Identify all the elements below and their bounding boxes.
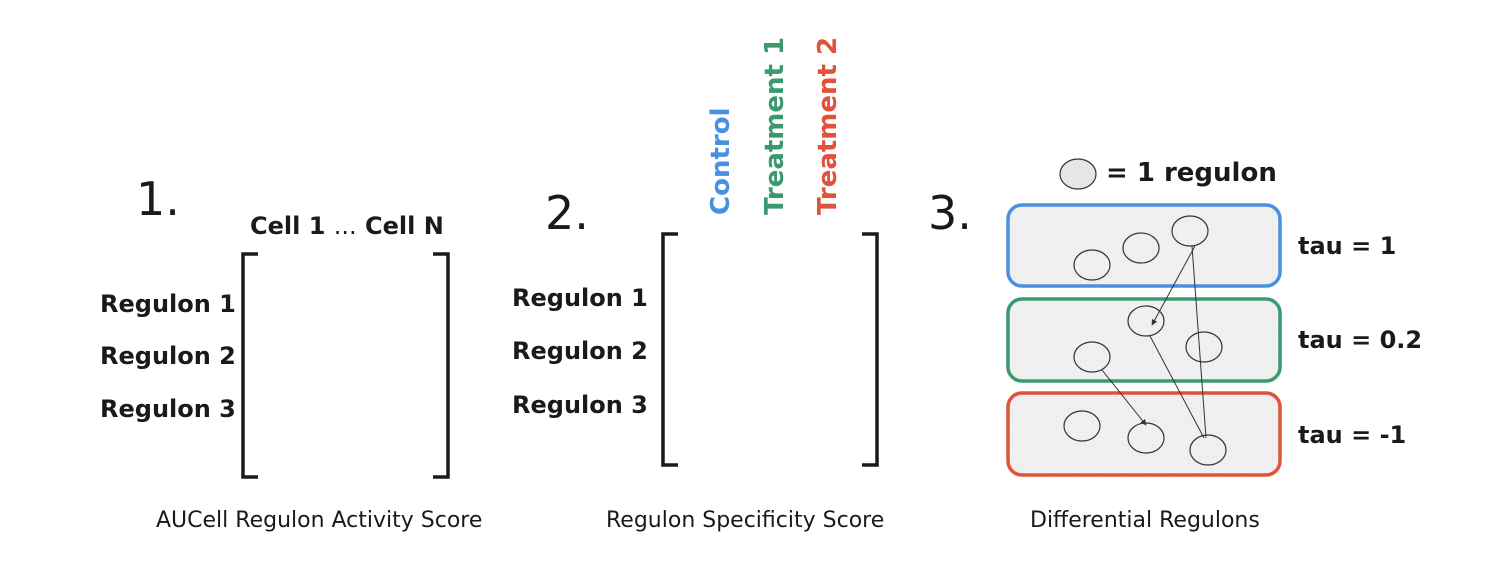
panel2-left-bracket	[661, 232, 678, 467]
connector-line	[1191, 245, 1207, 439]
connector-arrow	[1101, 369, 1147, 426]
panel1-column-header: Cell 1 ... Cell N	[250, 212, 444, 240]
regulon-node	[1122, 232, 1160, 264]
panel1-row-label: Regulon 2	[100, 342, 236, 370]
panel1-right-bracket	[433, 252, 450, 479]
panel2-row-label: Regulon 3	[512, 391, 648, 419]
legend-label: = 1 regulon	[1106, 158, 1277, 188]
panel1-caption: AUCell Regulon Activity Score	[156, 508, 483, 533]
legend-circle-icon	[1059, 158, 1097, 190]
panel2-row-label: Regulon 2	[512, 337, 648, 365]
column-header-end: Cell N	[365, 212, 444, 240]
panel3-number: 3.	[928, 186, 972, 240]
panel3-caption: Differential Regulons	[1030, 508, 1260, 533]
panel1-number: 1.	[136, 172, 180, 226]
panel1-left-bracket	[241, 252, 258, 479]
connector-line	[1149, 335, 1205, 439]
regulon-node	[1171, 215, 1209, 247]
panel2-caption: Regulon Specificity Score	[606, 508, 885, 533]
panel2-right-bracket	[862, 232, 879, 467]
regulon-node	[1127, 305, 1165, 337]
connector-arrow	[1151, 245, 1196, 326]
tau-label-red: tau = -1	[1298, 421, 1407, 449]
column-header-start: Cell 1	[250, 212, 326, 240]
regulon-node	[1063, 410, 1101, 442]
column-header-ellipsis: ...	[333, 212, 357, 240]
panel2-number: 2.	[545, 186, 589, 240]
panel1-row-label: Regulon 3	[100, 395, 236, 423]
regulon-node	[1189, 434, 1227, 466]
panel2-row-label: Regulon 1	[512, 284, 648, 312]
tau-label-green: tau = 0.2	[1298, 326, 1423, 354]
panel1-row-label: Regulon 1	[100, 290, 236, 318]
regulon-node	[1073, 249, 1111, 281]
regulon-node	[1185, 331, 1223, 363]
tau-label-blue: tau = 1	[1298, 232, 1397, 260]
regulon-node	[1073, 341, 1111, 373]
